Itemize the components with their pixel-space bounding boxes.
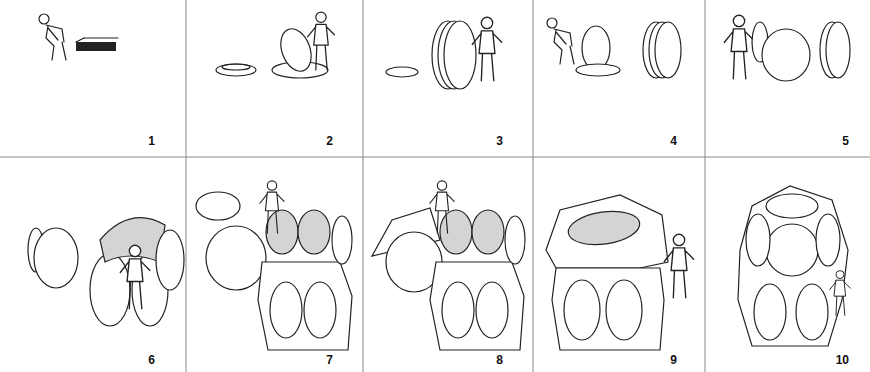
step-number: 5 (841, 135, 850, 147)
carry-figure (724, 15, 850, 81)
unfold-figure (547, 18, 681, 78)
unfold-figure (216, 12, 334, 78)
unpack-figure (39, 14, 118, 60)
finished-structure (738, 186, 850, 346)
step-number: 1 (147, 135, 156, 147)
step-number: 7 (325, 354, 334, 366)
step-number: 8 (495, 354, 504, 366)
assembly-figure (196, 181, 352, 350)
assembly-figure (372, 181, 525, 350)
step-number: 6 (147, 354, 156, 366)
step-number: 4 (669, 135, 678, 147)
step-number: 2 (325, 135, 334, 147)
assembly-figure (546, 195, 694, 350)
stack-figure (386, 17, 502, 89)
step-number: 3 (495, 135, 504, 147)
assembly-figure (28, 218, 184, 326)
step-number: 9 (669, 354, 678, 366)
step-number: 10 (835, 354, 850, 366)
